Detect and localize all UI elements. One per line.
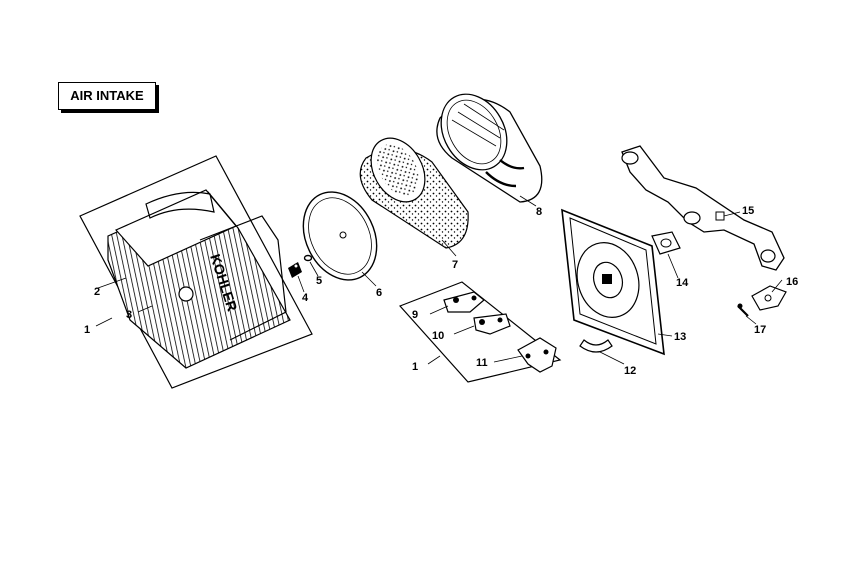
- callout-1-hardware-kit: 1: [412, 361, 418, 373]
- gasket-part: [651, 231, 681, 255]
- cover-knob: [178, 286, 194, 302]
- air-cleaner-base: [561, 208, 665, 356]
- wing-nut-part: [288, 262, 302, 278]
- air-cleaner-cover-group: KOHLER: [79, 155, 313, 389]
- callout-5: 5: [316, 275, 322, 287]
- callout-3: 3: [126, 309, 132, 321]
- paper-element: [436, 93, 543, 203]
- callout-6: 6: [376, 287, 382, 299]
- precleaner-foam: [359, 137, 469, 249]
- callout-1-cover-kit: 1: [84, 324, 90, 336]
- intake-elbow-part: [621, 145, 785, 271]
- element-cover-plate: [302, 191, 378, 281]
- callout-8: 8: [536, 206, 542, 218]
- callout-7: 7: [452, 259, 458, 271]
- screw-part: [737, 303, 749, 317]
- base-bracket-part: [579, 339, 613, 353]
- callout-15: 15: [742, 205, 754, 217]
- bracket-part: [443, 291, 485, 313]
- callout-10: 10: [432, 330, 444, 342]
- callout-9: 9: [412, 309, 418, 321]
- callout-16: 16: [786, 276, 798, 288]
- callout-11: 11: [476, 357, 488, 369]
- seal-washer-part: [303, 254, 313, 262]
- elbow-gasket-part: [751, 285, 787, 311]
- callout-labels: 1 2 3 4 5 6 7 8 9 10 11 1 12 13 14 15 16…: [84, 205, 798, 377]
- hardware-kit: [398, 281, 562, 383]
- callout-2: 2: [94, 286, 100, 298]
- callout-13: 13: [674, 331, 686, 343]
- clip-part: [473, 313, 511, 335]
- cover-kit-outline: [79, 155, 313, 389]
- callout-14: 14: [676, 277, 689, 289]
- diagram-title: AIR INTAKE: [58, 82, 156, 110]
- hardware-kit-outline: [398, 281, 562, 383]
- air-cleaner-cover: KOHLER: [107, 189, 291, 369]
- callout-4: 4: [302, 292, 309, 304]
- leader-lines: [95, 195, 783, 365]
- callout-17: 17: [754, 324, 766, 336]
- callout-12: 12: [624, 365, 636, 377]
- mounting-bracket-part: [517, 337, 557, 373]
